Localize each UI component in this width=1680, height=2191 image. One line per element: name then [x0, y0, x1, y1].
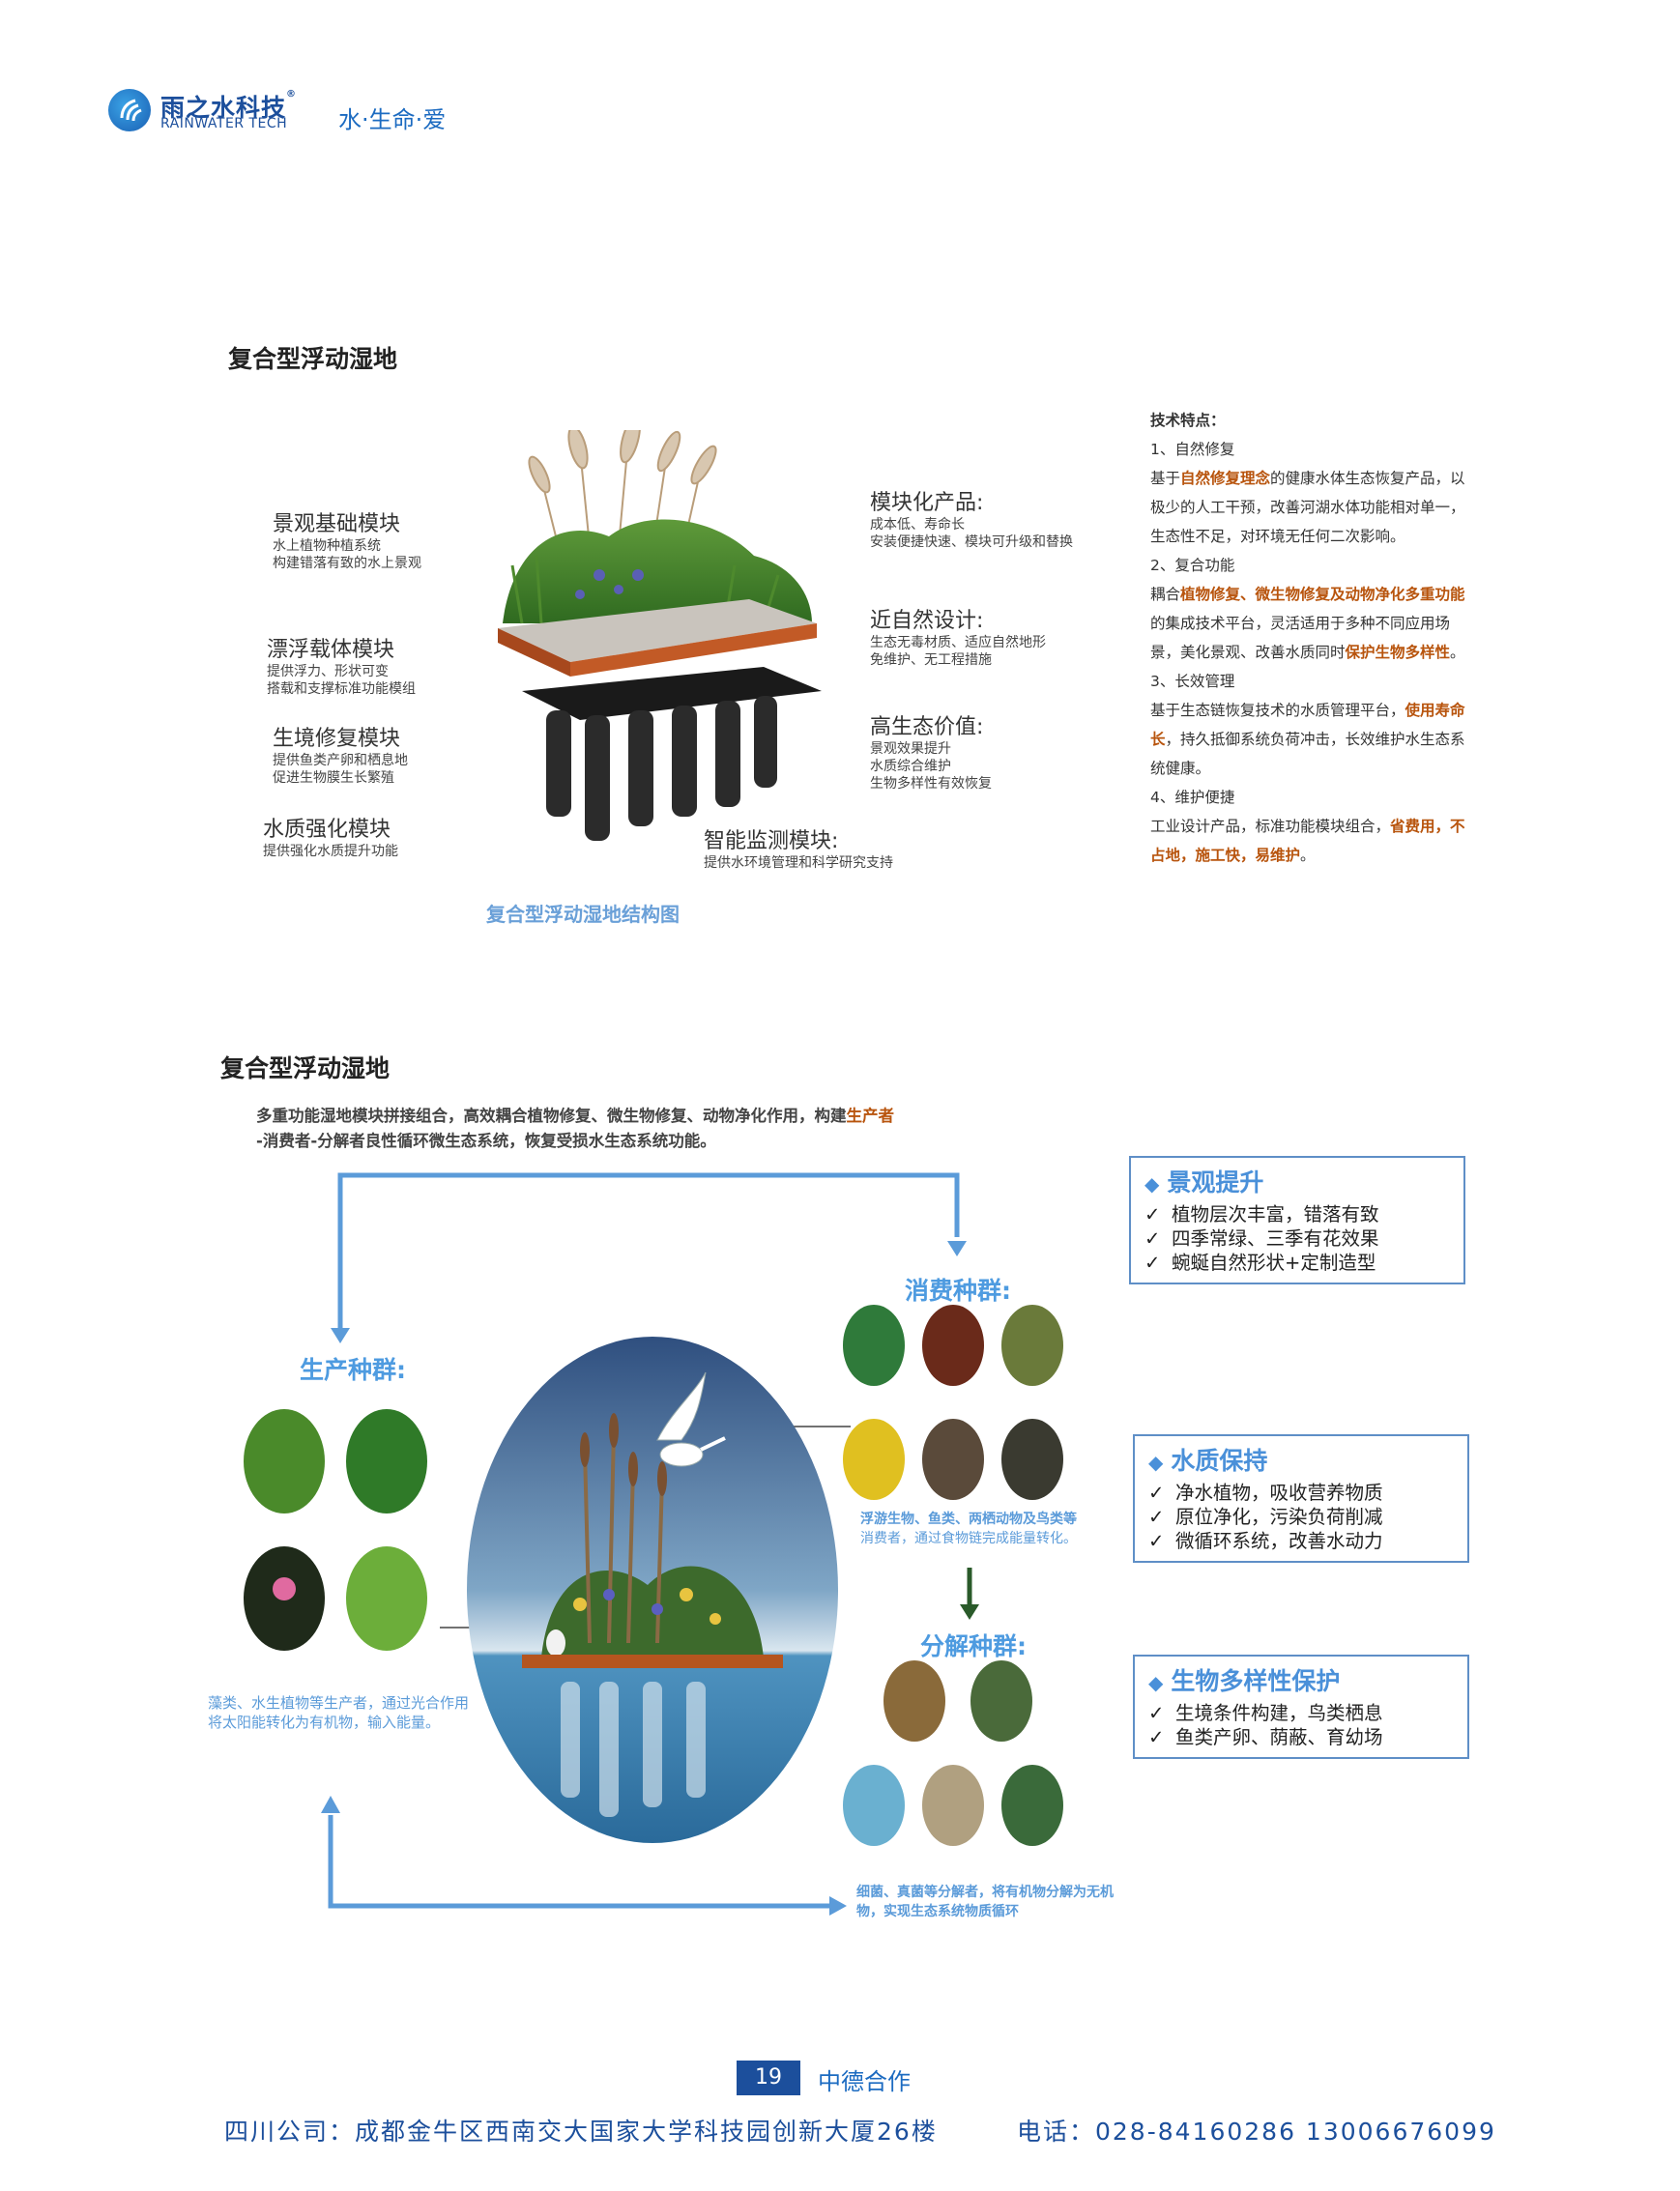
frog-photo-icon: [1001, 1305, 1063, 1386]
module-floating-carrier: 漂浮载体模块 提供浮力、形状可变 搭载和支撑标准功能模组: [267, 632, 416, 698]
larva-photo-icon: [922, 1765, 984, 1846]
module-title: 生境修复模块: [273, 727, 401, 751]
feature-box-water-quality: ◆水质保持 ✓净水植物，吸收营养物质 ✓原位净化，污染负荷削减 ✓微循环系统，改…: [1133, 1434, 1469, 1563]
list-item: ✓植物层次丰富，错落有致: [1144, 1203, 1379, 1225]
brand-logo-icon: [108, 89, 151, 131]
tech-item-title: 3、长效管理: [1150, 673, 1235, 690]
producers-note: 藻类、水生植物等生产者，通过光合作用将太阳能转化为有机物，输入能量。: [208, 1694, 470, 1731]
feature-box-title: ◆水质保持: [1148, 1447, 1268, 1475]
section1-title: 复合型浮动湿地: [228, 345, 398, 373]
feature-title: 模块化产品:: [870, 491, 984, 515]
tech-item-body: 基于生态链恢复技术的水质管理平台，使用寿命长，持久抵御系统负荷冲击，长效维护水生…: [1150, 702, 1465, 777]
slogan: 水·生命·爱: [338, 106, 447, 133]
list-item: ✓鱼类产卵、荫蔽、育幼场: [1148, 1726, 1383, 1748]
feature-box-biodiversity: ◆生物多样性保护 ✓生境条件构建，鸟类栖息 ✓鱼类产卵、荫蔽、育幼场: [1133, 1655, 1469, 1759]
check-icon: ✓: [1148, 1482, 1165, 1504]
insect-photo-icon: [843, 1419, 905, 1500]
page-number: 19: [737, 2061, 800, 2095]
footer-label: 中德合作: [818, 2068, 911, 2095]
feature-box-title: ◆景观提升: [1144, 1168, 1264, 1196]
egret-photo-icon: [843, 1305, 905, 1386]
mushroom-photo-icon: [970, 1660, 1032, 1742]
fish-photo-icon: [1001, 1419, 1063, 1500]
decomposer-photos: [843, 1660, 1063, 1846]
feature-modular: 模块化产品: 成本低、寿命长 安装便捷快速、模块可升级和替换: [870, 485, 1073, 551]
brand-name: 雨之水科技®: [160, 89, 298, 122]
decomposers-note: 细菌、真菌等分解者，将有机物分解为无机物，实现生态系统物质循环: [856, 1885, 1114, 1919]
list-item: ✓蜿蜒自然形状+定制造型: [1144, 1252, 1376, 1274]
ecosystem-illustration: [467, 1337, 838, 1843]
module-title: 智能监测模块:: [704, 829, 839, 853]
list-item: ✓微循环系统，改善水动力: [1148, 1530, 1383, 1552]
module-monitoring: 智能监测模块: 提供水环境管理和科学研究支持: [704, 823, 893, 872]
feature-eco-value: 高生态价值: 景观效果提升 水质综合维护 生物多样性有效恢复: [870, 709, 992, 793]
tech-item-body: 基于自然修复理念的健康水体生态恢复产品，以极少的人工干预，改善河湖水体功能相对单…: [1150, 470, 1465, 545]
feature-box-landscape: ◆景观提升 ✓植物层次丰富，错落有致 ✓四季常绿、三季有花效果 ✓蜿蜒自然形状+…: [1129, 1156, 1465, 1284]
turtle-photo-icon: [922, 1419, 984, 1500]
tech-item-body: 工业设计产品，标准功能模块组合，省费用，不占地，施工快，易维护。: [1150, 818, 1465, 864]
check-icon: ✓: [1144, 1252, 1161, 1274]
list-item: ✓生境条件构建，鸟类栖息: [1148, 1702, 1383, 1724]
wetland-structure-illustration: [498, 430, 822, 841]
decomposers-title: 分解种群:: [920, 1632, 1027, 1660]
beetle-photo-icon: [883, 1660, 945, 1742]
worm-photo-icon: [1001, 1765, 1063, 1846]
feature-title: 高生态价值:: [870, 715, 984, 739]
feature-box-title: ◆生物多样性保护: [1148, 1667, 1341, 1695]
producers-title: 生产种群:: [300, 1356, 406, 1384]
feature-title: 近自然设计:: [870, 609, 984, 633]
module-title: 漂浮载体模块: [267, 638, 395, 662]
tech-heading: 技术特点：: [1150, 412, 1226, 429]
producer-photos: [244, 1409, 427, 1651]
moss-photo-icon: [346, 1546, 427, 1651]
consumer-photos: [843, 1305, 1063, 1500]
module-landscape: 景观基础模块 水上植物种植系统 构建错落有致的水上景观: [273, 506, 421, 572]
diamond-icon: ◆: [1148, 1671, 1164, 1694]
consumers-note: 浮游生物、鱼类、两栖动物及鸟类等消费者，通过食物链完成能量转化。: [860, 1512, 1077, 1546]
grass-photo-icon: [244, 1409, 325, 1514]
module-title: 水质强化模块: [263, 818, 391, 842]
bacteria-photo-icon: [843, 1765, 905, 1846]
feature-natural-design: 近自然设计: 生态无毒材质、适应自然地形 免维护、无工程措施: [870, 603, 1046, 669]
tech-item-body: 耦合植物修复、微生物修复及动物净化多重功能的集成技术平台，灵活适用于多种不同应用…: [1150, 586, 1465, 661]
duckweed-photo-icon: [346, 1409, 427, 1514]
module-title: 景观基础模块: [273, 512, 401, 536]
list-item: ✓净水植物，吸收营养物质: [1148, 1482, 1383, 1504]
consumers-title: 消费种群:: [905, 1277, 1011, 1305]
module-habitat: 生境修复模块 提供鱼类产卵和栖息地 促进生物膜生长繁殖: [273, 721, 408, 787]
list-item: ✓原位净化，污染负荷削减: [1148, 1506, 1383, 1528]
brand-name-en: RAINWATER TECH: [160, 116, 288, 131]
check-icon: ✓: [1144, 1227, 1161, 1250]
crayfish-photo-icon: [922, 1305, 984, 1386]
diamond-icon: ◆: [1148, 1451, 1164, 1474]
check-icon: ✓: [1148, 1702, 1165, 1724]
diamond-icon: ◆: [1144, 1172, 1160, 1196]
tech-features: 技术特点： 1、自然修复 基于自然修复理念的健康水体生态恢复产品，以极少的人工干…: [1150, 406, 1479, 870]
tech-item-title: 2、复合功能: [1150, 557, 1235, 574]
check-icon: ✓: [1144, 1203, 1161, 1225]
tech-item-title: 4、维护便捷: [1150, 789, 1235, 806]
check-icon: ✓: [1148, 1726, 1165, 1748]
check-icon: ✓: [1148, 1530, 1165, 1552]
tech-item-title: 1、自然修复: [1150, 441, 1235, 458]
section2-intro: 多重功能湿地模块拼接组合，高效耦合植物修复、微生物修复、动物净化作用，构建生产者…: [256, 1107, 894, 1150]
figure-caption: 复合型浮动湿地结构图: [486, 903, 680, 926]
footer-phone: 电话：028-84160286 13006676099: [1017, 2118, 1496, 2146]
footer-address: 四川公司：成都金牛区西南交大国家大学科技园创新大厦26楼: [224, 2118, 938, 2146]
section2-title: 复合型浮动湿地: [220, 1054, 391, 1082]
check-icon: ✓: [1148, 1506, 1165, 1528]
module-water-quality: 水质强化模块 提供强化水质提升功能: [263, 812, 398, 860]
list-item: ✓四季常绿、三季有花效果: [1144, 1227, 1379, 1250]
